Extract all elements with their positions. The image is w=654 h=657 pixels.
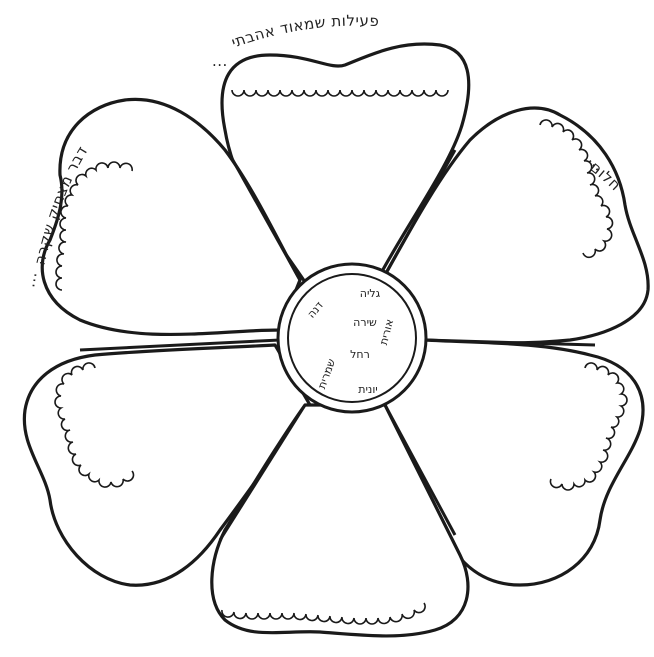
caption-top: פעילות שמאוד אהבתי xyxy=(229,12,380,52)
caption-upper-left-dots: ... xyxy=(20,270,40,289)
center-name: יונית xyxy=(358,383,378,396)
caption-top-dots: ... xyxy=(212,52,228,70)
center-name: שירה xyxy=(353,316,377,329)
center-name: רחל xyxy=(350,348,370,361)
center-name: גליה xyxy=(360,287,381,300)
flower-center: גליה דנה אורית שירה רחל שמרית יונית xyxy=(278,264,426,412)
